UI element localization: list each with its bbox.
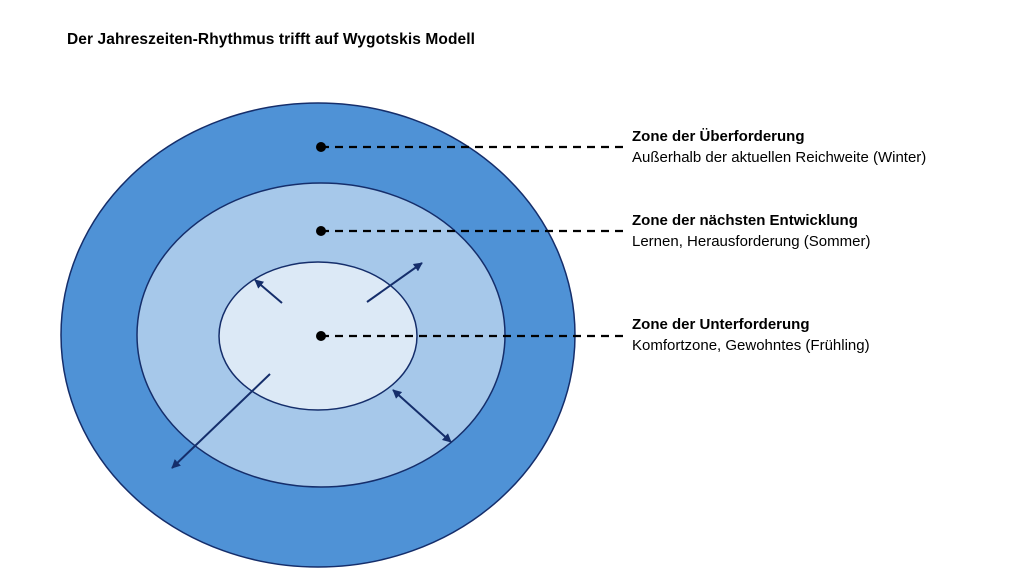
arrow-up-right: [366, 262, 423, 303]
arrow-down-right-double: [392, 389, 452, 443]
zone-description: Komfortzone, Gewohntes (Frühling): [632, 337, 870, 354]
marker-dot-naechste-entwicklung: [316, 226, 326, 236]
zone-description: Lernen, Herausforderung (Sommer): [632, 233, 871, 250]
zone-label-naechste-entwicklung: Zone der nächsten Entwicklung Lernen, He…: [632, 210, 870, 252]
arrow-down-left: [171, 373, 271, 469]
arrow-up-left: [254, 279, 283, 304]
zone-heading: Zone der Überforderung: [632, 128, 805, 145]
zone-label-ueberforderung: Zone der Überforderung Außerhalb der akt…: [632, 126, 926, 168]
zone-description: Außerhalb der aktuellen Reichweite (Wint…: [632, 149, 927, 166]
marker-dot-unterforderung: [316, 331, 326, 341]
zone-heading: Zone der Unterforderung: [632, 316, 810, 333]
marker-dot-ueberforderung: [316, 142, 326, 152]
zone-label-unterforderung: Zone der Unterforderung Komfortzone, Gew…: [632, 314, 870, 356]
diagram-title: Der Jahreszeiten-Rhythmus trifft auf Wyg…: [67, 31, 476, 48]
zone-heading: Zone der nächsten Entwicklung: [632, 212, 858, 229]
